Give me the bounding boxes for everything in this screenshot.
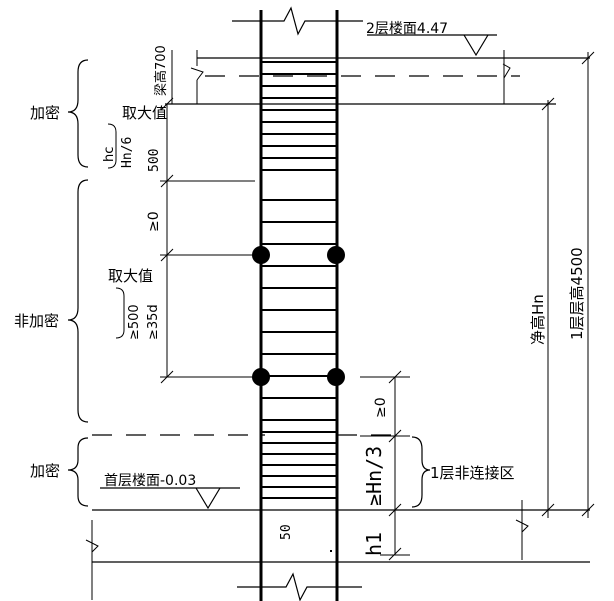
- bottom-break-line: [237, 572, 362, 601]
- zone-dense-bottom: 加密: [30, 462, 60, 480]
- beam-label: 梁高700: [153, 45, 169, 96]
- brace-dense-top: [67, 59, 89, 168]
- splice-500: ≥500: [127, 304, 142, 340]
- height-dims: 净高Hn 1层层高4500: [529, 51, 595, 518]
- storey-height-label: 1层层高4500: [568, 247, 586, 340]
- splice-dot: [327, 368, 345, 386]
- bottom-left-break: [85, 539, 99, 553]
- zone-braces: 加密 非加密 加密: [14, 59, 89, 507]
- top-dense-dim: 取大值 hc Hn/6 500: [102, 97, 255, 188]
- splice-dot: [327, 246, 345, 264]
- tick: [541, 503, 555, 517]
- non-splice-zone-label: 1层非连接区: [430, 464, 515, 482]
- non-splice-brace: [411, 436, 431, 508]
- splice-dot: [252, 368, 270, 386]
- tick: [581, 51, 595, 65]
- top-break-line: [232, 6, 363, 36]
- stray-dot: [330, 550, 332, 552]
- splice-brace: [115, 287, 125, 339]
- hn3-label: ≥Hn/3: [362, 446, 386, 506]
- bottom-right-break: [515, 519, 529, 533]
- tick: [581, 503, 595, 517]
- splice-take-max: 取大值: [108, 267, 153, 285]
- floor2-level: 2层楼面4.47 梁高700: [153, 21, 590, 105]
- zone-dense-top: 加密: [30, 104, 60, 122]
- splice-dim: 取大值 ≥500 ≥35d: [108, 255, 255, 384]
- tick: [388, 503, 402, 517]
- floor1-level: 首层楼面-0.03 50: [85, 434, 590, 600]
- top-dense-hc: hc: [102, 147, 117, 162]
- top-dense-brace: [107, 123, 117, 169]
- gap-dim: ≥0: [146, 181, 255, 262]
- top-dense-hn6: Hn/6: [120, 137, 135, 168]
- gap-label: ≥0: [146, 211, 162, 232]
- clear-height-label: 净高Hn: [529, 294, 547, 345]
- beam-break-left: [190, 67, 204, 81]
- dim50-label: 50: [279, 524, 294, 540]
- floor1-level-symbol: [195, 487, 221, 510]
- top-dense-take-max: 取大值: [122, 104, 167, 122]
- floor1-label: 首层楼面-0.03: [104, 473, 196, 489]
- tick: [388, 547, 402, 561]
- column-body: [232, 6, 363, 601]
- bottom-gap-label: ≥0: [373, 397, 389, 418]
- tick: [160, 370, 174, 384]
- tick: [388, 370, 402, 384]
- splice-dot: [252, 246, 270, 264]
- floor2-label: 2层楼面4.47: [366, 21, 448, 37]
- top-dense-500: 500: [147, 149, 162, 172]
- splice-35d: ≥35d: [146, 304, 161, 340]
- brace-dense-bottom: [67, 437, 89, 507]
- h1-label: h1: [362, 532, 386, 556]
- bottom-right-dims: ≥0 ≥Hn/3 h1 1层非连接区: [360, 370, 515, 561]
- tick: [160, 97, 174, 111]
- tick: [541, 97, 555, 111]
- brace-non-dense: [67, 179, 89, 423]
- floor2-level-symbol: [463, 34, 489, 57]
- splice-points: [252, 246, 345, 386]
- zone-non-dense: 非加密: [14, 312, 59, 330]
- tick: [388, 429, 402, 443]
- beam-break-right: [502, 63, 511, 79]
- stirrups: [262, 61, 336, 499]
